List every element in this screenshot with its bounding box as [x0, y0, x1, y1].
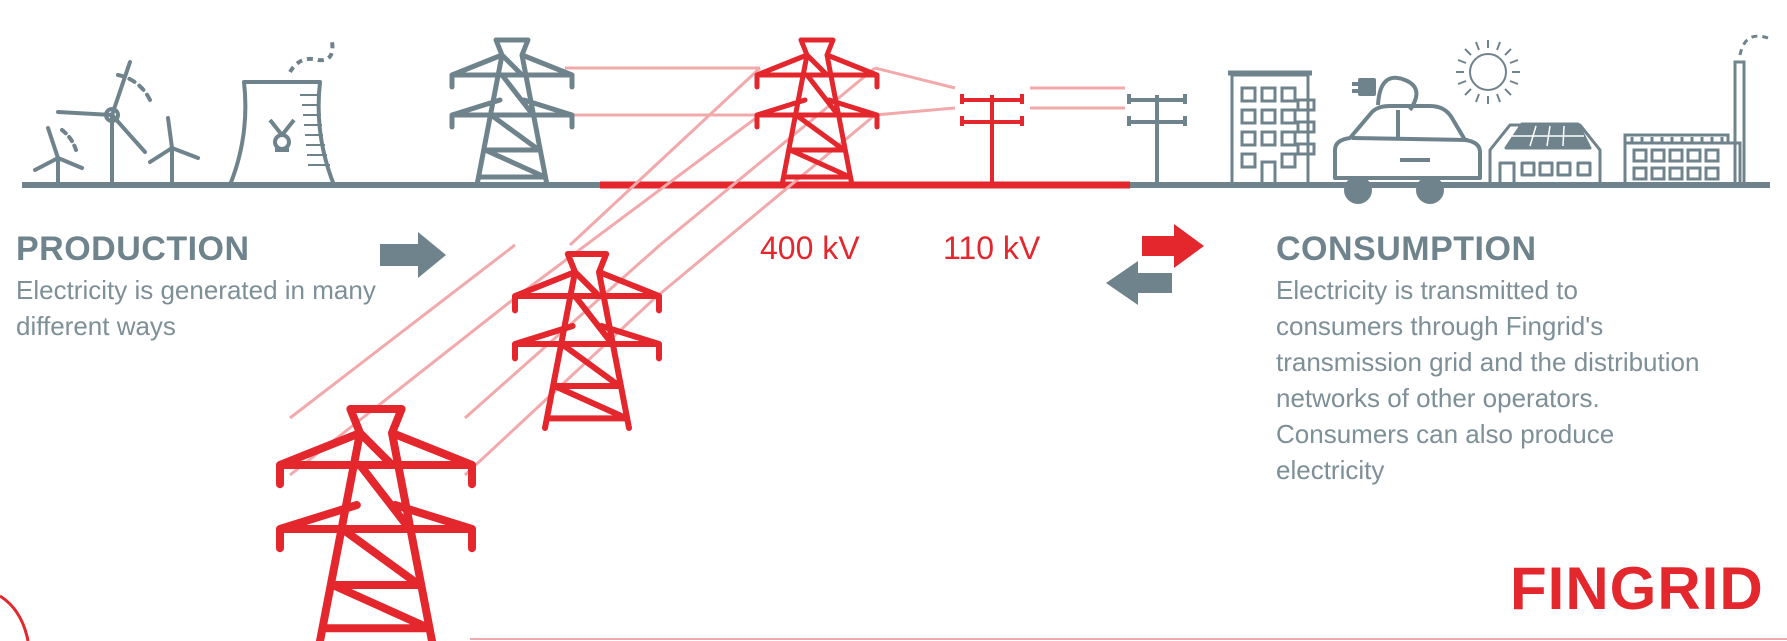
production-text: Electricity is generated in many differe… — [16, 275, 376, 341]
distribution-pole-icon — [960, 94, 1024, 185]
voltage-400-label: 400 kV — [760, 230, 860, 266]
wind-turbine-icon — [33, 60, 200, 187]
transmission-tower-icon — [452, 40, 572, 185]
consumption-heading: CONSUMPTION — [1276, 230, 1537, 268]
transmission-tower-icon — [280, 409, 472, 641]
nuclear-plant-icon — [228, 41, 336, 187]
transmission-tower-icon — [757, 40, 877, 185]
arrow-left-icon — [1106, 261, 1172, 305]
voltage-110-label: 110 kV — [943, 230, 1041, 266]
sun-icon — [1456, 40, 1520, 104]
arrow-right-icon — [1142, 224, 1204, 268]
apartment-building-icon — [1228, 70, 1316, 187]
electric-car-icon — [1333, 75, 1482, 204]
solar-house-icon — [1488, 122, 1602, 187]
arrow-right-icon — [380, 232, 446, 278]
corner-arc — [0, 594, 30, 641]
consumption-text: Electricity is transmitted to consumers … — [1276, 275, 1700, 485]
distribution-pole-icon — [1127, 94, 1187, 185]
production-heading: PRODUCTION — [16, 230, 250, 268]
factory-icon — [1623, 34, 1769, 187]
fingrid-logo: FINGRID — [1510, 555, 1764, 622]
